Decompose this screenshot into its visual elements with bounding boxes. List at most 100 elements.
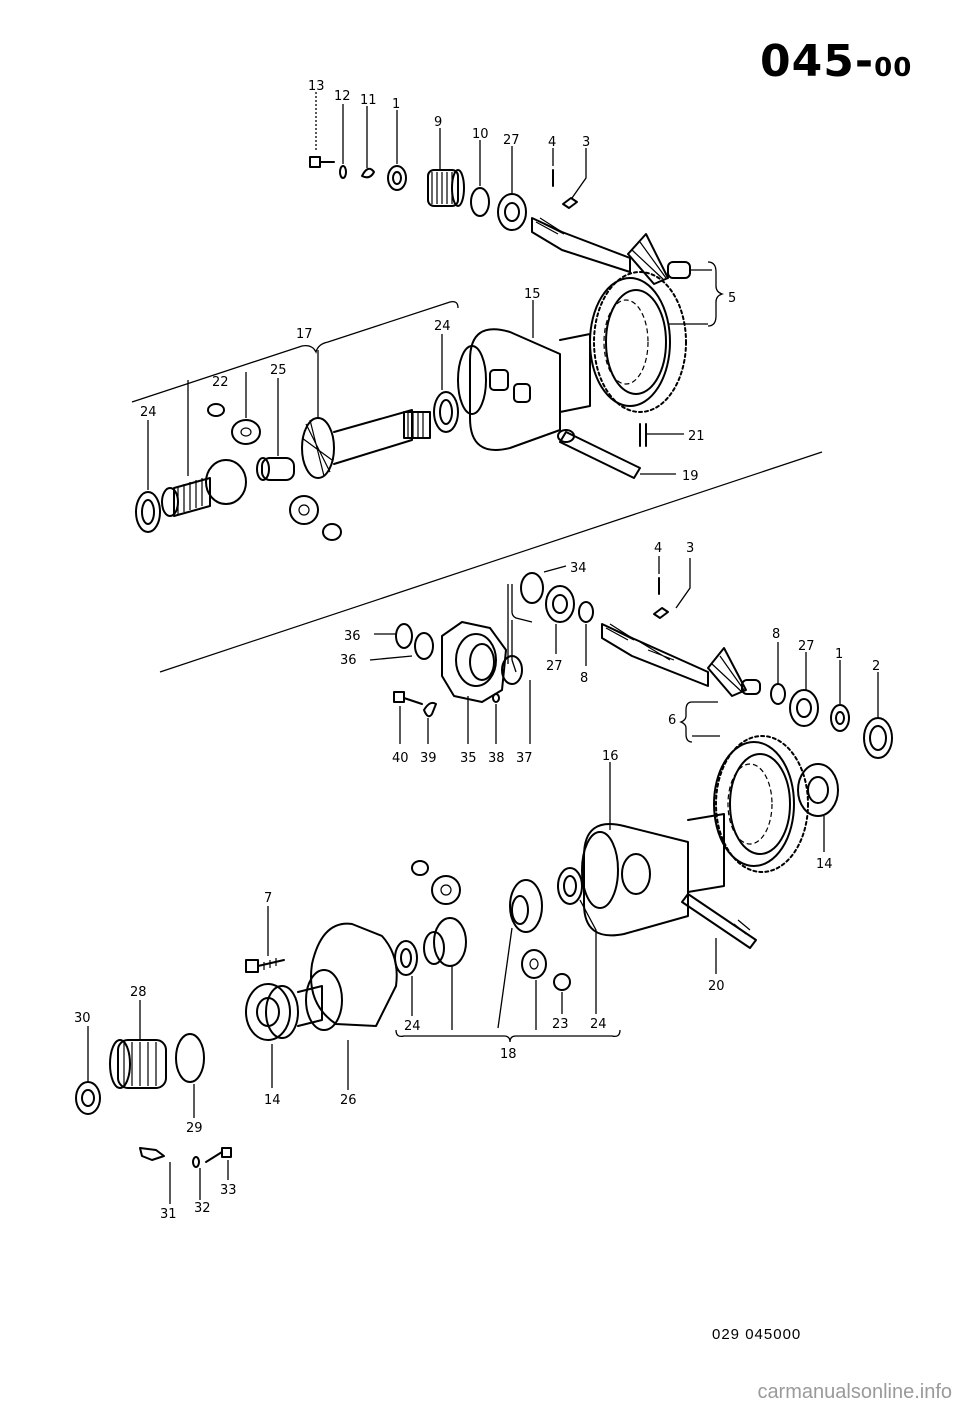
- spider-gear-lower-top: [411, 860, 461, 905]
- label-38: 38: [488, 751, 505, 766]
- differential-housing-15: [457, 300, 591, 451]
- label-11: 11: [360, 93, 377, 108]
- label-1-upper: 1: [392, 97, 400, 112]
- label-24-upper-right: 24: [434, 319, 451, 334]
- label-21: 21: [688, 429, 705, 444]
- seal-30: [75, 1026, 101, 1115]
- label-24-lower-right: 24: [590, 1017, 607, 1032]
- label-24-lower-left: 24: [404, 1019, 421, 1034]
- threaded-ring-9: [427, 128, 465, 207]
- seal-1-lower: [830, 660, 850, 732]
- label-2: 2: [872, 659, 880, 674]
- label-4-upper: 4: [548, 135, 556, 150]
- lock-plate-39: [423, 701, 437, 744]
- o-ring-37: [501, 655, 523, 685]
- label-32: 32: [194, 1201, 211, 1216]
- label-27-upper: 27: [503, 133, 520, 148]
- thrust-washer-24-upper-right: [433, 334, 459, 433]
- label-6: 6: [668, 713, 676, 728]
- ring-gear-lower: [713, 735, 809, 873]
- label-30: 30: [74, 1011, 91, 1026]
- side-gear-upper-left: [161, 380, 247, 517]
- label-19: 19: [682, 469, 699, 484]
- label-5: 5: [728, 291, 736, 306]
- label-37: 37: [516, 751, 533, 766]
- bolt-7: [245, 906, 285, 973]
- lock-washer-32: [192, 1156, 201, 1200]
- sensor-3-upper: [562, 148, 587, 209]
- spider-gear-22: [207, 372, 261, 445]
- bracket-17: [131, 300, 459, 403]
- label-8-right: 8: [772, 627, 780, 642]
- label-28: 28: [130, 985, 147, 1000]
- thrust-washer-24-upper-left: [135, 420, 161, 533]
- label-12: 12: [334, 89, 351, 104]
- flange-35: [441, 621, 507, 744]
- seals-36: [369, 623, 434, 661]
- bearing-14-right: [797, 763, 839, 852]
- part-group-title: 045-00: [760, 36, 912, 87]
- bolt-13: [309, 92, 335, 168]
- sleeve-25: [256, 378, 295, 481]
- label-3-lower: 3: [686, 541, 694, 556]
- figure-code: 029 045000: [712, 1326, 802, 1343]
- shim-8-right: [770, 642, 786, 705]
- part-number: 045: [760, 36, 855, 87]
- label-1-lower: 1: [835, 647, 843, 662]
- label-26: 26: [340, 1093, 357, 1108]
- label-4-lower: 4: [654, 541, 662, 556]
- threaded-ring-28: [109, 1000, 167, 1089]
- bracket-18: [395, 1029, 621, 1043]
- label-29: 29: [186, 1121, 203, 1136]
- label-3-upper: 3: [582, 135, 590, 150]
- label-33: 33: [220, 1183, 237, 1198]
- label-10: 10: [472, 127, 489, 142]
- label-36-lower: 36: [340, 653, 357, 668]
- side-gear-shaft-upper: [301, 350, 431, 479]
- shaft-20: [681, 893, 757, 974]
- label-23: 23: [552, 1017, 569, 1032]
- label-35: 35: [460, 751, 477, 766]
- label-27-right: 27: [798, 639, 815, 654]
- label-18: 18: [500, 1047, 517, 1062]
- label-13: 13: [308, 79, 325, 94]
- label-14-left: 14: [264, 1093, 281, 1108]
- label-25: 25: [270, 363, 287, 378]
- pin-21: [639, 423, 684, 447]
- seal-2: [863, 672, 893, 759]
- ring-gear-upper: [589, 271, 687, 413]
- bracket-37: [507, 584, 533, 744]
- label-34: 34: [570, 561, 587, 576]
- bearing-14-left: [245, 983, 299, 1088]
- label-14-right: 14: [816, 857, 833, 872]
- thrust-washer-24-lower-left: [394, 940, 418, 1016]
- seal-34: [520, 565, 567, 604]
- thrust-washer-24-lower-mid: [557, 867, 597, 1014]
- seal-1-upper: [387, 110, 407, 191]
- label-27-lower: 27: [546, 659, 563, 674]
- bracket-5: [668, 261, 725, 327]
- label-16: 16: [602, 749, 619, 764]
- lock-washer-12: [339, 104, 347, 179]
- pinion-shaft-upper: [531, 217, 712, 285]
- label-20: 20: [708, 979, 725, 994]
- bolt-40: [393, 691, 423, 744]
- o-ring-10: [470, 140, 490, 217]
- label-8-left: 8: [580, 671, 588, 686]
- washer-38: [492, 693, 500, 744]
- spider-gear-upper-bottom: [289, 495, 342, 541]
- label-36-upper: 36: [344, 629, 361, 644]
- label-40: 40: [392, 751, 409, 766]
- bearing-27-right: [789, 652, 819, 727]
- shaft-19: [557, 429, 676, 479]
- shim-8-left: [578, 601, 594, 666]
- bracket-6: [679, 701, 720, 743]
- spider-gear-lower-bottom: [521, 949, 571, 1030]
- pinion-shaft-lower: [601, 623, 761, 697]
- sensor-3-lower: [653, 558, 691, 619]
- watermark: carmanualsonline.info: [757, 1381, 952, 1403]
- differential-housing-16: [581, 762, 725, 937]
- bearing-27-upper: [497, 146, 527, 231]
- label-9: 9: [434, 115, 442, 130]
- o-ring-29: [175, 1033, 205, 1118]
